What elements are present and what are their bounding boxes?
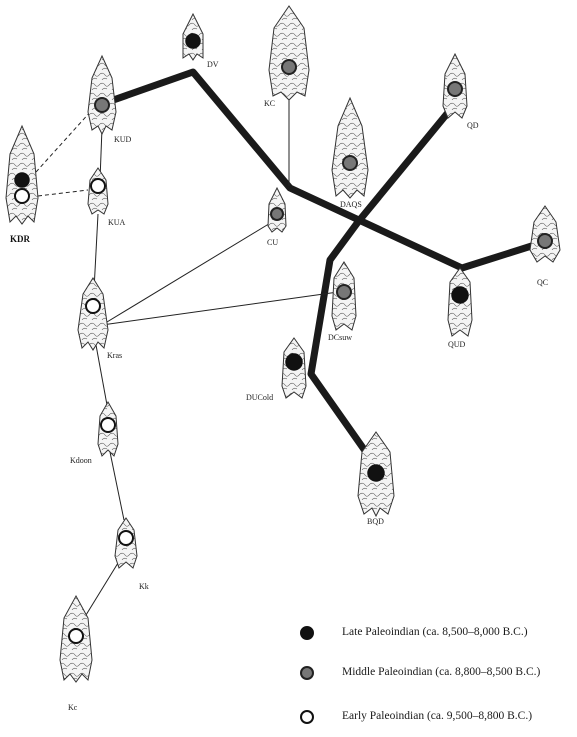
marker-dcsuw (337, 285, 351, 299)
thin-line-kras-kdoon (96, 345, 107, 405)
marker-bqd (368, 465, 384, 481)
label-kua: KUA (108, 218, 126, 227)
marker-qc (538, 234, 552, 248)
middle-dot-icon (300, 666, 314, 680)
label-bqd: BQD (367, 517, 384, 526)
legend-text-late: Late Paleoindian (ca. 8,500–8,000 B.C.) (342, 626, 528, 638)
label-cu: CU (267, 238, 278, 247)
thin-line-kua-kras (94, 214, 98, 290)
marker-kud (95, 98, 109, 112)
marker-kua (91, 179, 105, 193)
point-daqs (332, 98, 368, 198)
marker-kc-early (69, 629, 83, 643)
legend-text-early: Early Paleoindian (ca. 9,500–8,800 B.C.) (342, 710, 532, 722)
projectile-points (6, 6, 560, 682)
label-kras: Kras (107, 351, 122, 360)
thin-line-dcsuw-kras (102, 292, 338, 325)
node-labels: DV KC KUD KDR KUA CU DAQS QD QC QUD DCsu… (10, 60, 548, 712)
marker-qd (448, 82, 462, 96)
thick-line-kud-dv-qc (102, 72, 541, 268)
marker-kras (86, 299, 100, 313)
label-qc: QC (537, 278, 548, 287)
marker-kk (119, 531, 133, 545)
late-dot-icon (300, 626, 314, 640)
label-kc-early: Kc (68, 703, 78, 712)
label-kdr: KDR (10, 234, 31, 244)
point-kud (88, 56, 116, 134)
point-kc (269, 6, 309, 100)
label-dcsuw: DCsuw (328, 333, 352, 342)
label-kc: KC (264, 99, 275, 108)
marker-cu (271, 208, 283, 220)
label-kud: KUD (114, 135, 132, 144)
marker-kdoon (101, 418, 115, 432)
marker-kdr-early (15, 189, 29, 203)
label-kk: Kk (139, 582, 149, 591)
thin-line-cu-kras (102, 222, 272, 325)
label-ducold: DUCold (246, 393, 273, 402)
label-qud: QUD (448, 340, 466, 349)
thin-line-kk-kc (86, 563, 118, 615)
thin-line-kdoon-kk (110, 452, 124, 520)
label-qd: QD (467, 121, 479, 130)
label-kdoon: Kdoon (70, 456, 92, 465)
marker-kdr-late (15, 173, 29, 187)
marker-dv (186, 34, 200, 48)
early-dot-icon (300, 710, 314, 724)
label-dv: DV (207, 60, 219, 69)
label-daqs: DAQS (340, 200, 362, 209)
legend-text-middle: Middle Paleoindian (ca. 8,800–8,500 B.C.… (342, 666, 540, 678)
marker-kc (282, 60, 296, 74)
dashed-line-kdr-kud (36, 110, 92, 172)
dashed-line-kdr-kua (38, 190, 88, 196)
marker-daqs (343, 156, 357, 170)
marker-ducold (286, 354, 302, 370)
thick-line-qd-bqd (311, 104, 455, 465)
marker-qud (452, 287, 468, 303)
